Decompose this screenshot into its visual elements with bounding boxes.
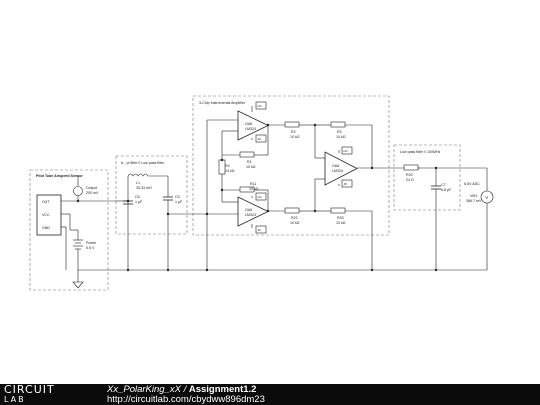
r4-name: R4 xyxy=(225,164,230,168)
meter-label: 6.6V ADC xyxy=(464,182,480,186)
vplus-bot: +9V xyxy=(257,195,262,199)
title-separator: / xyxy=(183,384,187,395)
sensor-vcc-pin: VCC xyxy=(42,213,50,217)
meter-symbol: V xyxy=(485,195,488,200)
inductor-name: L1 xyxy=(136,181,140,185)
vminus-top: -9V xyxy=(257,137,261,141)
cap-c6-value: 1 μF xyxy=(135,200,143,204)
vplus-tag-top xyxy=(255,101,267,110)
author-link[interactable]: Xx_PolarKing_xX xyxy=(107,384,181,395)
cap-c6-name: C6 xyxy=(135,195,140,199)
opamp-top xyxy=(237,110,269,141)
circuitlab-logo[interactable]: CIRCUIT LAB xyxy=(4,384,94,405)
logo-bottom-text: LAB xyxy=(4,395,26,404)
r11-name: R11 xyxy=(250,182,256,186)
cap-c5-value: 1 μF xyxy=(175,200,183,204)
r20-value: 24 Ω xyxy=(406,178,414,182)
r2-name: R2 xyxy=(291,130,296,134)
r20-name: R20 xyxy=(406,173,413,177)
c7-name: C7 xyxy=(441,183,446,187)
resistor-r11 xyxy=(239,186,255,193)
opamp-diff xyxy=(324,151,358,186)
r3-name: R3 xyxy=(337,130,342,134)
output-source-value: 200 mV xyxy=(86,191,99,195)
opamp-diff-ref: OA6 xyxy=(332,164,339,168)
r4-value: 24 kΩ xyxy=(225,169,235,173)
amp-block xyxy=(192,95,390,236)
resistor-r20 xyxy=(403,164,419,171)
r2-value: 10 kΩ xyxy=(290,135,300,139)
r22-name: R22 xyxy=(291,216,298,220)
vminus-tag-bot xyxy=(255,225,267,234)
footer-bar: CIRCUIT LAB Xx_PolarKing_xX / Assignment… xyxy=(0,384,540,405)
r11-value: 10 kΩ xyxy=(249,187,259,191)
vplus-top: +9V xyxy=(257,104,262,108)
opamp-bottom xyxy=(237,196,269,227)
cap-c5-name: C5 xyxy=(175,195,180,199)
opamp-diff-part: LM324 xyxy=(332,169,343,173)
sensor-chip xyxy=(36,194,62,236)
vminus-tag-top xyxy=(255,134,267,143)
amp-block-title: 3-Chip Instrumental Amplifier xyxy=(199,101,246,105)
ground-symbol xyxy=(72,281,84,289)
c7-value: 6.8 pF xyxy=(441,188,452,192)
meter-name: VM1 xyxy=(470,194,477,198)
footer-title: Xx_PolarKing_xX / Assignment1.2 xyxy=(107,385,256,395)
project-title[interactable]: Assignment1.2 xyxy=(188,384,257,395)
power-name: Power xyxy=(86,241,97,245)
opamp-bottom-ref: OA6 xyxy=(245,208,252,212)
logo-top-text: CIRCUIT xyxy=(4,383,55,396)
pi-filter-block xyxy=(115,155,188,235)
vminus-bot: -9V xyxy=(257,228,261,232)
power-value: 5.5 V xyxy=(86,246,95,250)
inductor-value: 35.33 mH xyxy=(136,186,152,190)
project-url[interactable]: http://circuitlab.com/cbydww896dm23 xyxy=(107,394,265,405)
opamp-top-part: LM324 xyxy=(245,127,256,131)
resistor-r2 xyxy=(284,121,300,128)
opamp-bottom-part: LM324 xyxy=(245,213,256,217)
inductor-l1 xyxy=(127,173,149,177)
vminus-tag-diff xyxy=(341,179,353,188)
sensor-block-title: Pitot Tube Airspeed Sensor xyxy=(36,174,83,178)
vplus-diff: +9V xyxy=(343,149,348,153)
pi-filter-block-title: π - pi filter // Low pass filter xyxy=(121,161,165,165)
sensor-out-pin: OUT xyxy=(42,200,50,204)
meter-value: 366.7 mV xyxy=(466,199,482,203)
r33-value: 10 kΩ xyxy=(336,221,346,225)
circuit-schematic: Pitot Tube Airspeed Sensor π - pi filter… xyxy=(29,95,494,291)
r1-value: 10 kΩ xyxy=(246,165,256,169)
vplus-tag-bot xyxy=(255,192,267,201)
r22-value: 10 kΩ xyxy=(290,221,300,225)
resistor-r3 xyxy=(330,121,346,128)
vminus-diff: -9V xyxy=(343,182,347,186)
resistor-r22 xyxy=(284,207,300,214)
sensor-gnd-pin: GND xyxy=(42,226,50,230)
vplus-tag-diff xyxy=(341,146,353,155)
r1-name: R1 xyxy=(247,160,252,164)
r33-name: R33 xyxy=(337,216,344,220)
opamp-top-ref: OA6 xyxy=(245,122,252,126)
output-source-symbol xyxy=(73,186,83,196)
lp-filter-block-title: Low pass filter // 100MHz xyxy=(400,150,441,154)
sensor-block xyxy=(29,169,109,291)
lp-filter-block xyxy=(393,144,461,211)
resistor-r33 xyxy=(330,207,346,214)
output-source-name: Output xyxy=(86,186,97,190)
resistor-r1 xyxy=(239,151,255,158)
r3-value: 10 kΩ xyxy=(336,135,346,139)
